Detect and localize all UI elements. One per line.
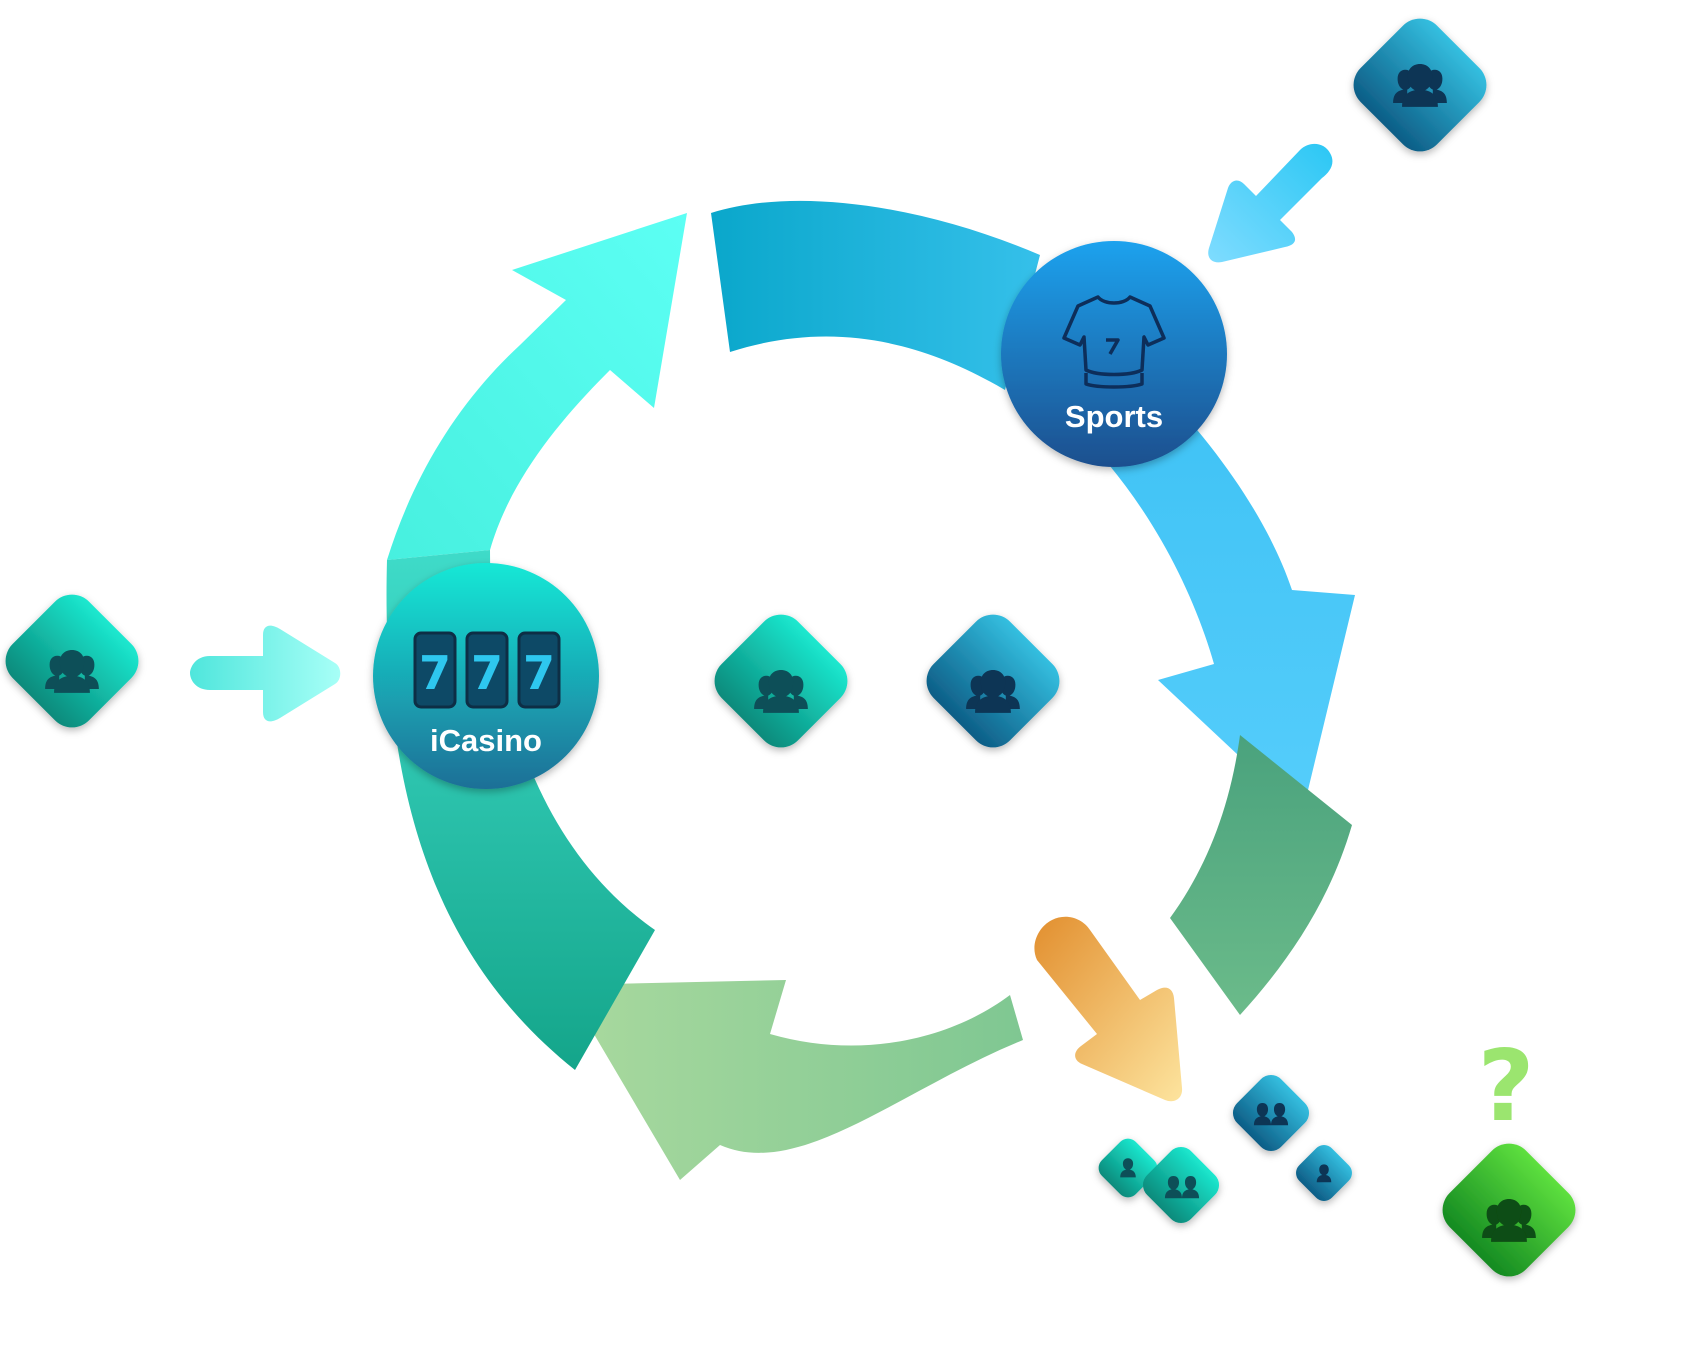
sports-hub-circle: [1001, 241, 1227, 467]
diamond-tile: [1142, 1146, 1220, 1224]
slot-reel: [465, 631, 509, 709]
slot-reel-symbol: 7: [419, 646, 451, 700]
icasino-active-players: [714, 614, 848, 748]
icasino-hub: 7 7 7 iCasino: [373, 563, 599, 789]
cycle-segment-top-left-arrow: [387, 213, 687, 560]
sports-new-players: [1353, 18, 1487, 152]
cycle-segment-bottom-arrow: [565, 980, 1023, 1180]
slot-machine-777-icon: 7 7 7: [413, 631, 561, 709]
slot-reel: [413, 631, 457, 709]
unknown-players: ?: [1442, 1030, 1576, 1277]
churn-arrow-icon: [1034, 916, 1183, 1102]
sports-inflow: [1208, 18, 1487, 263]
churn-outflow: [1034, 916, 1352, 1224]
diamond-tile: [1232, 1074, 1310, 1152]
unknown-players-tile: [1442, 1143, 1576, 1277]
cycle-segment-top-right: [711, 200, 1040, 390]
icasino-inflow: [5, 594, 341, 728]
lifecycle-cycle: [386, 200, 1355, 1180]
slot-reel-symbol: 7: [471, 646, 503, 700]
question-mark: ?: [1478, 1030, 1535, 1144]
slot-reel: [517, 631, 561, 709]
slot-reel-symbol: 7: [523, 646, 555, 700]
sports-active-players: [926, 614, 1060, 748]
icasino-new-players: [5, 594, 139, 728]
cycle-segment-lower-right: [1170, 735, 1352, 1015]
inflow-arrow-top-right-icon: [1208, 143, 1333, 263]
inflow-arrow-left-icon: [190, 625, 341, 722]
sports-jersey-icon: [1062, 295, 1166, 389]
sports-hub-label: Sports: [1065, 399, 1163, 434]
churned-players-cluster: [1098, 1074, 1352, 1224]
active-players-center: [714, 614, 1060, 748]
sports-hub: Sports: [1001, 241, 1227, 467]
icasino-hub-label: iCasino: [430, 723, 542, 758]
